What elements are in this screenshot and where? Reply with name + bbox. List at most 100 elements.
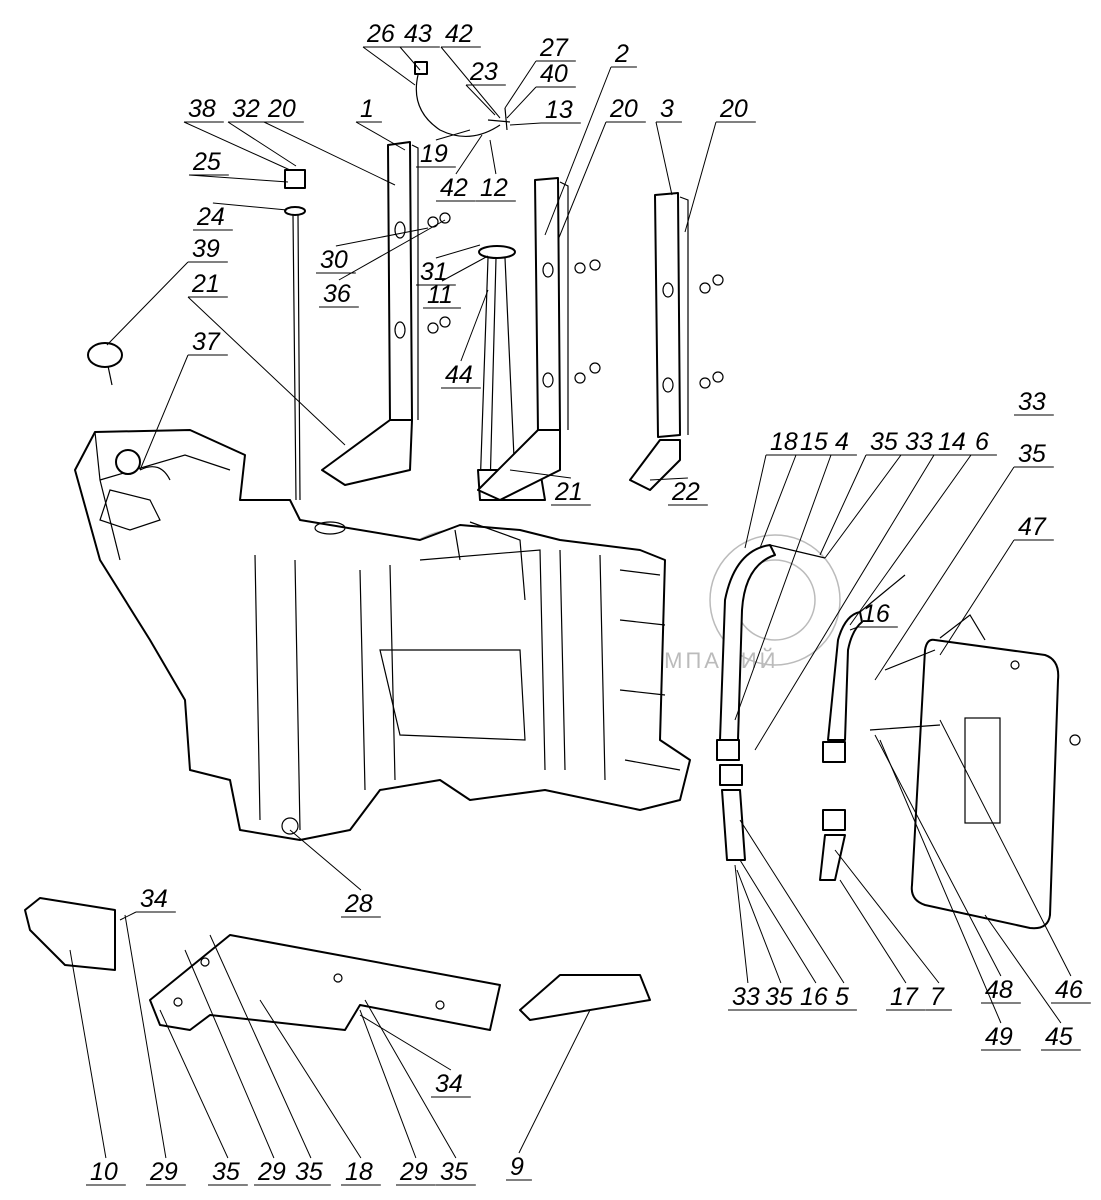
leader-line	[939, 719, 1091, 1004]
callout-number: 42	[440, 174, 468, 202]
callout-number: 9	[510, 1153, 524, 1181]
callout-number: 14	[938, 428, 966, 456]
callout-27: 27	[504, 34, 576, 109]
callout-26: 26	[362, 20, 416, 86]
callout-40: 40	[506, 60, 576, 119]
callout-22: 22	[649, 477, 708, 506]
callout-12: 12	[476, 139, 516, 202]
leader-line	[874, 466, 1054, 681]
leader-line	[193, 202, 288, 231]
callout-36: 36	[319, 219, 446, 308]
leader-line	[188, 174, 289, 183]
leader-line	[544, 66, 637, 236]
leader-line	[655, 121, 682, 196]
callout-number: 35	[295, 1158, 323, 1186]
leader-line	[839, 879, 926, 1011]
leader-line	[984, 914, 1081, 1051]
callout-30: 30	[316, 227, 429, 274]
callout-number: 22	[671, 478, 700, 506]
leader-line	[209, 934, 331, 1186]
callout-20: 20	[557, 95, 646, 241]
callout-number: 48	[985, 976, 1013, 1004]
callout-35: 35	[736, 869, 801, 1011]
callout-number: 36	[323, 280, 351, 308]
callout-15: 15	[759, 428, 836, 549]
callout-34: 34	[359, 1014, 471, 1098]
callout-13: 13	[509, 96, 581, 126]
callout-number: 4	[835, 428, 849, 456]
fuel-hose	[414, 61, 511, 138]
leader-line	[476, 139, 516, 202]
callout-number: 43	[404, 20, 432, 48]
callout-29: 29	[184, 949, 294, 1186]
callout-4: 4	[734, 428, 857, 721]
callout-number: 6	[975, 428, 989, 456]
bottom-guard-plates	[24, 897, 651, 1031]
leader-line	[263, 121, 396, 186]
leader-line	[734, 454, 857, 721]
leader-line	[359, 1009, 436, 1186]
callout-number: 24	[196, 203, 225, 231]
leader-line	[289, 829, 381, 918]
callout-number: 26	[366, 20, 395, 48]
callout-23: 23	[465, 58, 506, 116]
callout-number: 35	[765, 983, 793, 1011]
callout-number: 38	[188, 95, 216, 123]
callout-number: 29	[149, 1158, 178, 1186]
leader-line	[465, 84, 506, 116]
callout-43: 43	[399, 20, 440, 71]
callout-number: 15	[800, 428, 828, 456]
callout-46: 46	[939, 719, 1091, 1004]
callout-number: 18	[345, 1158, 373, 1186]
callout-number: 37	[192, 328, 221, 356]
callout-number: 1	[360, 95, 374, 123]
callout-33: 33	[728, 864, 768, 1011]
callout-9: 9	[506, 1009, 591, 1181]
callout-39: 39	[106, 235, 228, 346]
callout-number: 33	[732, 983, 760, 1011]
callout-number: 30	[320, 246, 348, 274]
callout-number: 16	[862, 600, 890, 628]
callout-35: 35	[364, 999, 476, 1186]
callout-number: 17	[890, 983, 919, 1011]
leader-line	[316, 227, 429, 274]
tank-straps	[716, 544, 906, 881]
callout-number: 13	[545, 96, 573, 124]
callout-number: 23	[469, 58, 498, 86]
callout-5: 5	[739, 819, 857, 1011]
callout-42: 42	[440, 20, 501, 119]
callout-31: 31	[416, 244, 481, 286]
callout-number: 29	[399, 1158, 428, 1186]
leader-line	[355, 121, 406, 151]
leader-line	[416, 129, 471, 168]
callout-number: 32	[232, 95, 260, 123]
callout-number: 31	[420, 258, 448, 286]
callout-number: 49	[985, 1023, 1013, 1051]
callout-20: 20	[263, 95, 396, 186]
callout-number: 28	[344, 890, 373, 918]
callout-16: 16	[739, 859, 836, 1011]
leader-line	[124, 914, 186, 1186]
leader-line	[319, 219, 446, 308]
callout-7: 7	[834, 849, 952, 1011]
callout-number: 11	[427, 281, 453, 309]
callout-42: 42	[436, 134, 483, 202]
callout-number: 10	[90, 1158, 118, 1186]
callout-number: 25	[192, 148, 221, 176]
filler-cap	[87, 342, 123, 386]
callout-number: 7	[930, 983, 945, 1011]
callout-29: 29	[124, 914, 186, 1186]
callout-number: 34	[435, 1070, 463, 1098]
callout-number: 21	[554, 478, 583, 506]
callout-16: 16	[849, 600, 898, 631]
callout-18: 18	[259, 999, 381, 1186]
callout-number: 20	[609, 95, 638, 123]
callout-number: 42	[445, 20, 473, 48]
callout-18: 18	[744, 428, 806, 549]
callout-47: 47	[939, 513, 1054, 656]
callout-number: 12	[480, 174, 508, 202]
leader-line	[504, 60, 576, 109]
callout-number: 44	[445, 361, 473, 389]
leader-line	[684, 121, 756, 233]
fuel-level-sender	[284, 169, 306, 501]
